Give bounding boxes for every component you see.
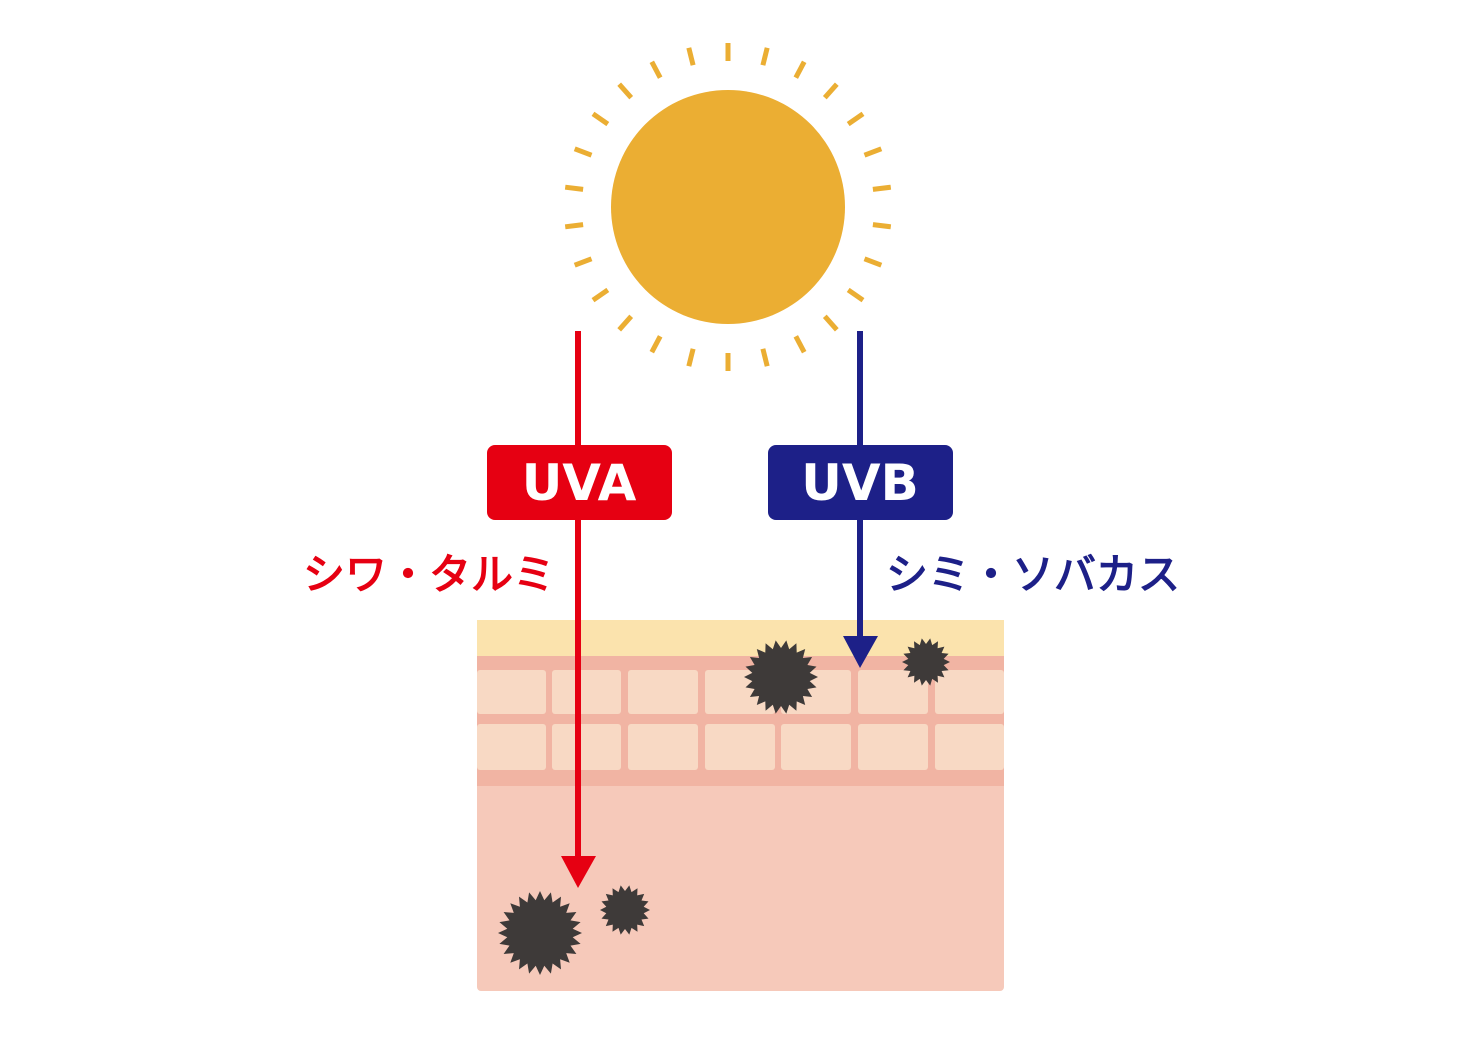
sun-rays (564, 43, 892, 371)
sun-ray (591, 111, 610, 127)
sun-ray (591, 287, 610, 303)
uvb-label-box: UVB (768, 445, 953, 520)
epidermis-cell (552, 724, 621, 770)
spiky-spot-icon (744, 640, 818, 714)
sun-ray (863, 256, 883, 268)
sun-ray (617, 82, 634, 100)
sun-ray (649, 60, 663, 79)
uva-effect-caption: シワ・タルミ (303, 550, 555, 599)
sun-ray (617, 314, 634, 332)
uva-label: UVA (522, 454, 637, 512)
sun-ray (793, 335, 807, 354)
sun-ray (846, 111, 865, 127)
sun-ray (822, 82, 839, 100)
spiky-spot-icon (498, 891, 582, 975)
sun-ray (793, 60, 807, 79)
spiky-spot-icon (902, 638, 950, 686)
uva-label-bg (487, 445, 672, 520)
epidermis-cell (858, 724, 928, 770)
epidermis-cell (705, 724, 775, 770)
uva-arrow-head (561, 856, 596, 888)
sun-ray (649, 335, 663, 354)
epidermis-cell (477, 670, 546, 714)
sun-icon (564, 43, 892, 371)
epidermis-cell (628, 670, 698, 714)
uvb-effect-caption: シミ・ソバカス (886, 550, 1180, 599)
uvb-label-bg (768, 445, 953, 520)
sun-ray (872, 184, 892, 192)
sun-ray (564, 222, 584, 230)
sun-ray (872, 222, 892, 230)
uva-label-box: UVA (487, 445, 672, 520)
sun-ray (564, 184, 584, 192)
sun-ray (863, 146, 883, 158)
sun-disc (611, 90, 845, 324)
uvb-arrow-head (843, 636, 878, 668)
epidermis-cell (935, 670, 1004, 714)
epidermis-cell (552, 670, 621, 714)
uvb-label: UVB (801, 454, 918, 512)
sun-ray (846, 287, 865, 303)
sun-ray (573, 256, 593, 268)
epidermis-cell (628, 724, 698, 770)
spiky-spot-icon (600, 885, 650, 935)
epidermis-cell (858, 670, 928, 714)
epidermis-cell (781, 724, 851, 770)
epidermis-cell (935, 724, 1004, 770)
sun-ray (573, 146, 593, 158)
sun-ray (822, 314, 839, 332)
sun-ray (686, 348, 696, 367)
epidermis-cell (477, 724, 546, 770)
sun-ray (686, 47, 696, 66)
damage-spots (498, 638, 950, 975)
uva-arrow (561, 331, 596, 888)
sun-ray (760, 348, 770, 367)
sun-ray (760, 47, 770, 66)
